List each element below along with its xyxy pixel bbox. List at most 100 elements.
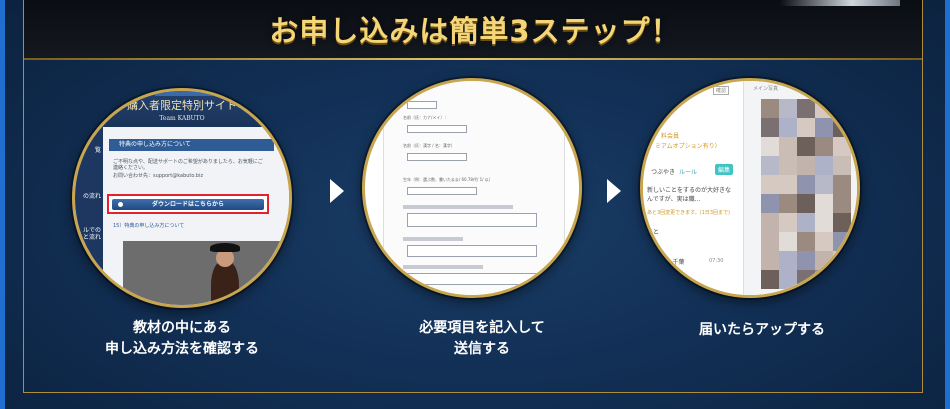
mosaic-tile xyxy=(797,156,815,175)
mosaic-tile xyxy=(797,251,815,270)
mosaic-tile xyxy=(815,251,833,270)
mosaic-tile xyxy=(761,270,779,289)
edit-button[interactable]: 編集 xyxy=(715,164,734,175)
field-label: 生年（例：選ぶ数、書いたまま/ 60.78代/ 1/ 以） xyxy=(403,177,493,182)
mosaic-tile xyxy=(815,99,833,118)
hat-icon xyxy=(210,243,240,252)
side-item[interactable]: ルでの こと流れ xyxy=(76,227,101,241)
step2-screenshot: 名前（氏：カナ/メイ）： 名前（氏：漢字 / 名：漢字） 生年（例：選ぶ数、書い… xyxy=(362,78,582,298)
mosaic-tile xyxy=(779,232,797,251)
caption-line: 必要項目を記入して xyxy=(419,320,545,336)
mosaic-tile xyxy=(833,270,851,289)
step3-screenshot: 確認 メイン写真 料会員 ミアムオプション有り） つぶやき ルール 編集 新しい… xyxy=(640,78,860,298)
tweet-link[interactable]: ルール xyxy=(679,169,698,176)
site-header: 購入者限定特別サイト Team KABUTO xyxy=(75,91,289,127)
presenter-image xyxy=(211,261,239,305)
side-item[interactable]: 覧 xyxy=(94,147,101,154)
blurred-text xyxy=(403,205,513,209)
change-note: あと3回変更できます。(1日3回まで) xyxy=(647,210,730,216)
profile-text: んですが、実は職... xyxy=(647,196,701,203)
download-label: ダウンロードはこちらから xyxy=(151,201,224,208)
arrow-right-icon xyxy=(607,179,621,203)
step3-caption: 届いたらアップする xyxy=(632,320,892,341)
caption-line: 送信する xyxy=(454,341,510,357)
main-photo-label: メイン写真 xyxy=(753,86,779,92)
blurred-text xyxy=(403,237,463,241)
download-highlight: ダウンロードはこちらから xyxy=(107,194,269,214)
presenter-head xyxy=(216,249,234,267)
form-textarea[interactable] xyxy=(407,213,537,227)
form-input[interactable] xyxy=(407,187,477,195)
body-text: ご不明な点や、配送サポートのご希望がありましたら、お気軽にご連絡ください。 xyxy=(113,159,263,171)
mosaic-tile xyxy=(779,213,797,232)
profile-panel xyxy=(643,81,743,295)
plan-label: 料会員 xyxy=(661,133,680,140)
gold-divider xyxy=(24,58,922,60)
field-label: 名前（氏：カナ/メイ）： xyxy=(403,115,449,120)
mosaic-tile xyxy=(797,270,815,289)
pixelated-photo xyxy=(761,99,851,289)
mosaic-tile xyxy=(815,175,833,194)
side-menu: 覧 の流れ ルでの こと流れ の方 xyxy=(75,127,103,305)
footer-label: あと xyxy=(647,229,660,236)
member-item[interactable]: 31歳 千葉 xyxy=(657,259,685,266)
mosaic-tile xyxy=(833,194,851,213)
mosaic-tile xyxy=(779,175,797,194)
mosaic-tile xyxy=(761,194,779,213)
caption-line: 届いたらアップする xyxy=(699,322,825,338)
page-title: お申し込みは簡単3ステップ！ xyxy=(269,14,681,48)
mosaic-tile xyxy=(797,99,815,118)
mosaic-tile xyxy=(797,137,815,156)
form-textarea[interactable] xyxy=(407,245,537,257)
left-accent-stripe xyxy=(0,0,5,409)
mosaic-tile xyxy=(815,270,833,289)
tweet-label: つぶやき xyxy=(651,169,676,176)
mosaic-tile xyxy=(833,232,851,251)
blurred-text xyxy=(403,265,483,269)
mosaic-tile xyxy=(797,118,815,137)
mosaic-tile xyxy=(779,137,797,156)
form-textarea[interactable] xyxy=(407,273,537,285)
field-label: 名前（氏：漢字 / 名：漢字） xyxy=(403,143,455,148)
mosaic-tile xyxy=(797,194,815,213)
play-icon[interactable] xyxy=(225,303,231,305)
contact-text: お問い合わせ先：support@kabuto.biz xyxy=(113,173,204,179)
step2-caption: 必要項目を記入して 送信する xyxy=(352,318,612,360)
site-title: 購入者限定特別サイト xyxy=(127,99,237,112)
mosaic-tile xyxy=(815,213,833,232)
section-heading: 特典の申し込み方について xyxy=(109,139,274,151)
mosaic-tile xyxy=(779,99,797,118)
right-accent-stripe xyxy=(945,0,950,409)
caption-line: 申し込み方法を確認する xyxy=(105,341,259,357)
mosaic-tile xyxy=(833,137,851,156)
site-logo xyxy=(155,91,215,96)
mosaic-tile xyxy=(815,156,833,175)
member-time: 07:30 xyxy=(709,258,724,264)
side-item[interactable]: の流れ xyxy=(82,193,101,200)
form-input[interactable] xyxy=(407,153,467,161)
mosaic-tile xyxy=(833,213,851,232)
team-name: Team KABUTO xyxy=(159,115,205,122)
mosaic-tile xyxy=(779,251,797,270)
mosaic-tile xyxy=(761,118,779,137)
mosaic-tile xyxy=(797,213,815,232)
member-item[interactable]: 京 xyxy=(667,281,674,288)
form-input[interactable] xyxy=(407,101,437,109)
video-player[interactable] xyxy=(123,241,283,305)
mosaic-tile xyxy=(797,175,815,194)
mosaic-tile xyxy=(815,232,833,251)
edit-tag[interactable]: 確認 xyxy=(713,86,730,95)
mosaic-tile xyxy=(797,232,815,251)
side-item[interactable]: の方 xyxy=(88,271,101,278)
download-button[interactable]: ダウンロードはこちらから xyxy=(112,199,264,210)
mosaic-tile xyxy=(761,156,779,175)
mosaic-tile xyxy=(833,118,851,137)
mosaic-tile xyxy=(779,194,797,213)
form-input[interactable] xyxy=(407,125,467,133)
mosaic-tile xyxy=(779,118,797,137)
step1-screenshot: 購入者限定特別サイト Team KABUTO 覧 の流れ ルでの こと流れ の方… xyxy=(72,88,292,308)
title-band xyxy=(24,0,922,58)
step1-caption: 教材の中にある 申し込み方法を確認する xyxy=(52,318,312,360)
mosaic-tile xyxy=(779,270,797,289)
mosaic-tile xyxy=(761,213,779,232)
